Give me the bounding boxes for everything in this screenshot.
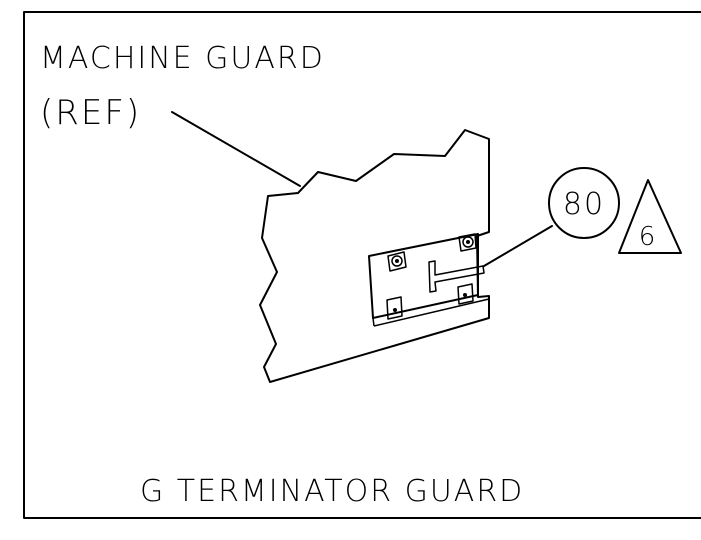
item-leader	[483, 225, 553, 267]
standoff-left	[387, 251, 407, 272]
drawing-frame	[23, 11, 701, 519]
item-number: 80	[563, 187, 605, 222]
terminator-guard-plate	[368, 233, 479, 319]
item-balloon	[548, 167, 620, 239]
standoff-right	[458, 233, 477, 252]
terminator-guard-lip	[373, 298, 490, 327]
ref-label: (REF)	[40, 93, 141, 133]
terminator-t-guard	[428, 260, 485, 293]
bracket-left	[386, 296, 403, 320]
drawing-caption: G TERMINATOR GUARD	[140, 474, 524, 509]
bracket-right	[457, 283, 474, 305]
revision-triangle	[618, 179, 682, 254]
machine-guard-leader	[171, 111, 301, 187]
revision-number: 6	[639, 222, 658, 252]
machine-guard-label: MACHINE GUARD	[40, 41, 325, 76]
terminator-guard-lip-inner	[372, 317, 375, 327]
machine-guard-outline	[259, 129, 490, 383]
